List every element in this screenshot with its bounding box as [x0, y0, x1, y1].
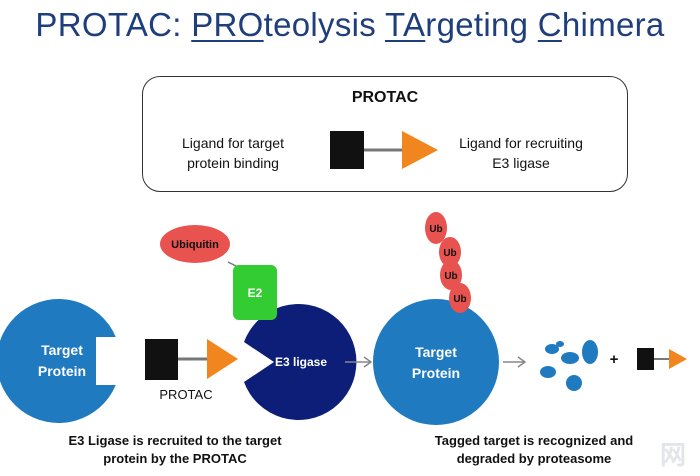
left-target-label-line2: Protein: [38, 363, 86, 379]
e2-label: E2: [248, 286, 263, 300]
protac-label: PROTAC: [148, 387, 224, 402]
left-caption-line1: E3 Ligase is recruited to the target: [20, 432, 330, 450]
left-target-label-line1: Target: [41, 342, 83, 358]
protac-target-ligand-block: [145, 339, 178, 380]
right-target-label-line2: Protein: [412, 365, 460, 381]
protac-e3-ligand-triangle: [207, 339, 238, 379]
fragment-4: [540, 366, 556, 378]
left-caption-line2: protein by the PROTAC: [20, 450, 330, 468]
plus-sign: +: [610, 351, 619, 368]
right-caption-line2: degraded by proteasome: [398, 450, 670, 468]
right-target-label-line1: Target: [415, 344, 457, 360]
released-protac-block: [637, 348, 654, 370]
box-target-ligand-block: [330, 131, 364, 169]
peptide-fragments: [540, 340, 598, 391]
ub-label-4: Ub: [453, 294, 466, 305]
e3-ligase-label: E3 ligase: [275, 355, 327, 369]
ub-label-2: Ub: [443, 248, 456, 259]
fragment-6: [556, 341, 564, 347]
fragment-5: [566, 375, 582, 391]
right-caption-line1: Tagged target is recognized and: [398, 432, 670, 450]
watermark: 网: [660, 435, 686, 472]
right-target-protein: [373, 299, 499, 425]
ub-label-3: Ub: [444, 271, 457, 282]
fragment-3: [582, 340, 598, 364]
right-caption: Tagged target is recognized and degraded…: [398, 432, 670, 468]
box-e3-ligand-triangle: [402, 131, 438, 169]
ub-label-1: Ub: [429, 224, 442, 235]
ubiquitin-label: Ubiquitin: [171, 239, 219, 251]
released-protac-triangle: [669, 349, 687, 369]
left-target-protein: [0, 299, 116, 423]
left-caption: E3 Ligase is recruited to the target pro…: [20, 432, 330, 468]
fragment-2: [561, 352, 579, 364]
